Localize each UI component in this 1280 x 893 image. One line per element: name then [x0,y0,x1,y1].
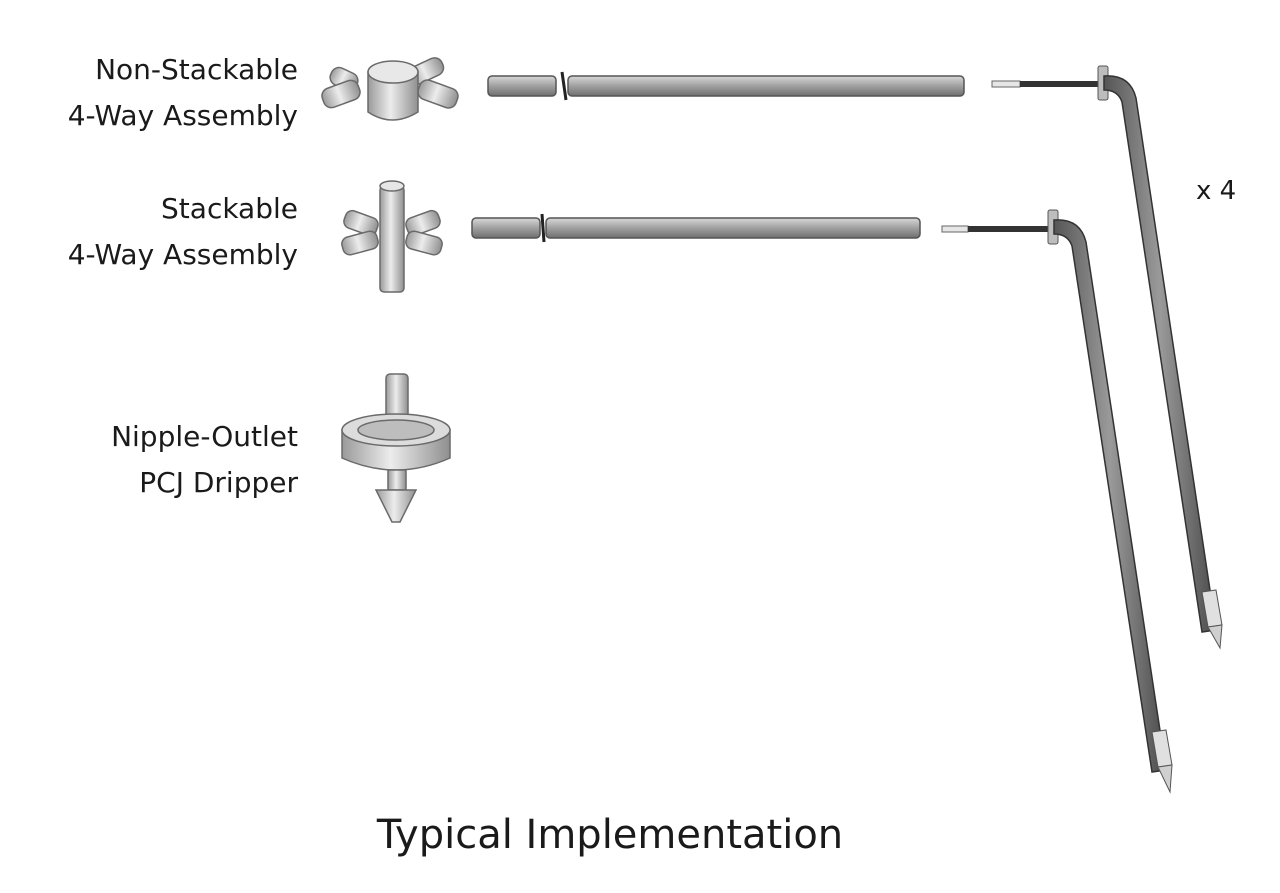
label-line: Stackable [161,192,298,225]
label-line: Non-Stackable [95,53,298,86]
stake-right [991,65,1223,650]
label-line: Nipple-Outlet [111,420,298,453]
pcj-dripper-icon [341,373,451,523]
label-line: 4-Way Assembly [67,99,298,132]
label-stackable-assembly: Stackable 4-Way Assembly [18,186,298,278]
label-line: 4-Way Assembly [67,238,298,271]
stackable-4-way-assembly-icon [341,180,443,293]
non-stackable-4-way-assembly-icon [321,57,459,121]
label-non-stackable-assembly: Non-Stackable 4-Way Assembly [18,47,298,139]
quantity-multiplier: x 4 [1196,176,1237,206]
stake-left [941,209,1173,794]
label-line: PCJ Dripper [139,466,298,499]
tube-bottom [471,213,921,243]
tube-top [487,71,965,101]
diagram-caption: Typical Implementation [376,812,844,858]
label-pcj-dripper: Nipple-Outlet PCJ Dripper [18,414,298,506]
